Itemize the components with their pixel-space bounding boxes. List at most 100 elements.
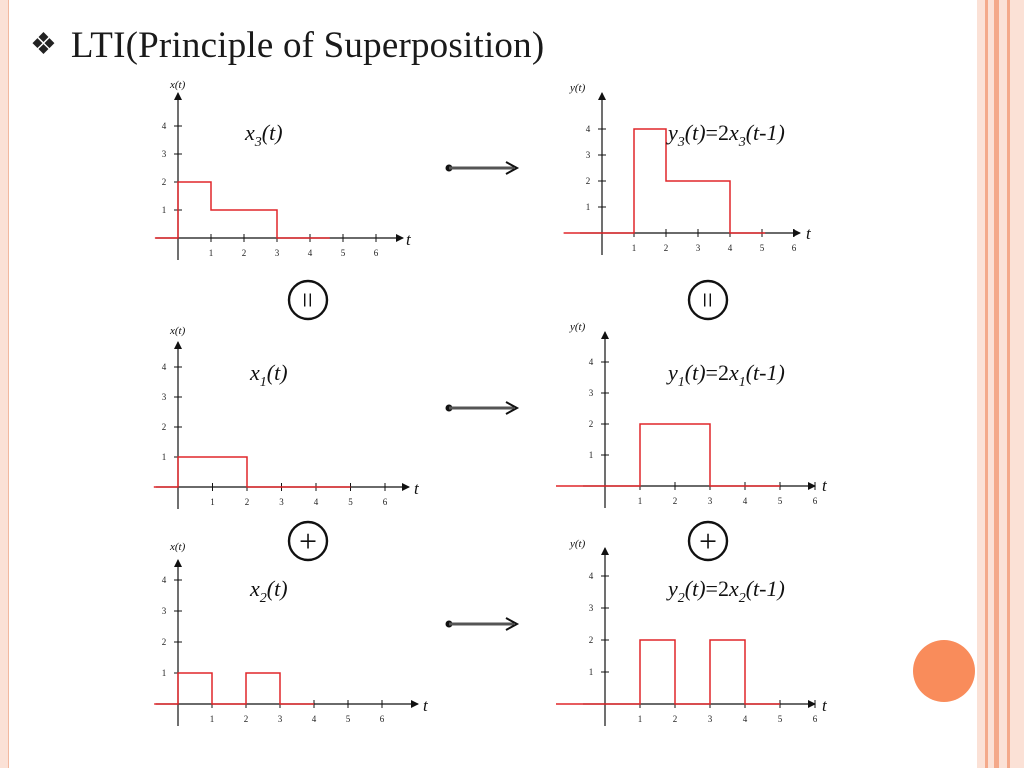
function-subscript: 2: [678, 591, 685, 606]
x-tick-label: 2: [244, 714, 249, 724]
function-label: x1(t): [249, 360, 288, 390]
operator-circle: [687, 279, 729, 321]
x-tick-label: 6: [813, 714, 818, 724]
slide-right-border: [977, 0, 1024, 768]
function-label: y1(t)=2x1(t-1): [666, 360, 785, 390]
function-subscript: 1: [260, 375, 267, 390]
x-tick-label: 6: [792, 243, 797, 253]
x-tick-label: 3: [696, 243, 701, 253]
plot-axis-label: y(t): [569, 538, 586, 550]
function-argument: (t): [685, 360, 706, 385]
x-tick-label: 3: [278, 714, 283, 724]
y-tick-label: 1: [589, 667, 594, 677]
x-tick-label: 5: [341, 248, 346, 258]
y-tick-label: 3: [162, 606, 167, 616]
y-tick-label: 1: [162, 668, 167, 678]
y-tick-label: 3: [589, 603, 594, 613]
signal-waveform: [556, 423, 780, 487]
x-tick-label: 2: [664, 243, 669, 253]
x-tick-label: 1: [632, 243, 637, 253]
x-tick-label: 5: [760, 243, 765, 253]
y-tick-label: 3: [162, 149, 167, 159]
function-rhs-base: x: [728, 360, 739, 385]
x-tick-label: 2: [242, 248, 247, 258]
operator-circle: [687, 520, 729, 562]
function-subscript: 3: [677, 135, 685, 150]
x-tick-label: 5: [346, 714, 351, 724]
x-tick-label: 2: [673, 714, 678, 724]
y-tick-label: 4: [162, 362, 167, 372]
x-tick-label: 3: [708, 496, 713, 506]
y-tick-label: 4: [589, 357, 594, 367]
x-tick-label: 5: [348, 497, 353, 507]
equals-operator-icon: =: [687, 279, 729, 321]
function-rhs-argument: (t-1): [746, 360, 785, 385]
x-tick-label: 4: [314, 497, 319, 507]
y-tick-label: 1: [589, 450, 594, 460]
x-tick-label: 6: [380, 714, 385, 724]
operator-plus-glyph: +: [699, 523, 717, 559]
function-rhs-base: x: [728, 576, 739, 601]
decorative-orange-circle: [913, 640, 975, 702]
function-rhs-argument: (t-1): [746, 576, 785, 601]
slide-left-border: [0, 0, 9, 768]
plot-t-label: t: [822, 696, 828, 715]
x-tick-label: 3: [279, 497, 284, 507]
border-stripe: [1007, 0, 1010, 768]
function-rhs-subscript: 1: [739, 375, 746, 390]
function-argument: (t): [685, 576, 706, 601]
y-tick-label: 1: [586, 202, 591, 212]
border-stripe: [985, 0, 988, 768]
y-tick-label: 2: [162, 422, 167, 432]
plot-t-label: t: [414, 479, 420, 498]
y-tick-label: 2: [586, 176, 591, 186]
y-tick-label: 2: [162, 177, 167, 187]
arrow-head-icon: [505, 617, 520, 631]
x-tick-label: 4: [743, 496, 748, 506]
plot-axis-label: y(t): [569, 321, 586, 333]
signal-waveform: [154, 672, 314, 705]
plot-t-label: t: [423, 696, 429, 715]
function-argument: (t): [267, 360, 288, 385]
function-argument: (t): [267, 576, 288, 601]
x-tick-label: 6: [374, 248, 379, 258]
x-tick-label: 5: [778, 496, 783, 506]
y-tick-label: 4: [162, 121, 167, 131]
plus-operator-icon: +: [687, 520, 729, 562]
operator-equals-glyph: =: [291, 292, 322, 308]
y-tick-label: 1: [162, 205, 167, 215]
function-rhs-base: x: [728, 120, 739, 145]
signal-waveform: [556, 639, 780, 705]
equals-operator-icon: =: [287, 279, 329, 321]
x-tick-label: 4: [743, 714, 748, 724]
function-argument: (t): [685, 120, 706, 145]
y-tick-label: 2: [162, 637, 167, 647]
function-argument: (t): [262, 120, 283, 145]
function-label: x2(t): [249, 576, 288, 606]
diamond-bullet-icon: ❖: [30, 28, 57, 61]
x-tick-label: 4: [728, 243, 733, 253]
y-tick-label: 2: [589, 419, 594, 429]
x-tick-label: 3: [275, 248, 280, 258]
function-base: x: [249, 576, 260, 601]
function-subscript: 2: [260, 591, 267, 606]
signal-waveform: [153, 456, 351, 488]
function-base: x: [244, 120, 255, 145]
plot-t-label: t: [406, 230, 412, 249]
slide-title: ❖ LTI(Principle of Superposition): [30, 20, 544, 70]
y-tick-label: 2: [589, 635, 594, 645]
arrow-head-icon: [505, 401, 520, 415]
system-arrow: [445, 401, 520, 415]
function-rhs-argument: (t-1): [746, 120, 785, 145]
function-rhs: =2: [706, 576, 729, 601]
y-tick-label: 1: [162, 452, 167, 462]
y-tick-label: 4: [162, 575, 167, 585]
plus-operator-icon: +: [287, 520, 329, 562]
x-tick-label: 6: [813, 496, 818, 506]
function-rhs-subscript: 3: [738, 135, 746, 150]
x-tick-label: 2: [245, 497, 250, 507]
